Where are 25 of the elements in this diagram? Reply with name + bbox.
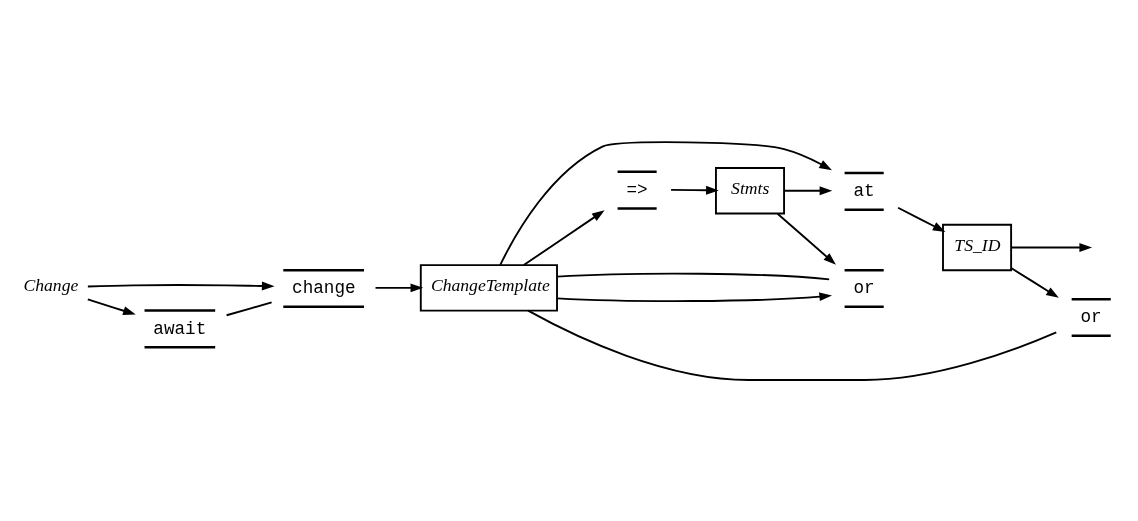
node-text: => bbox=[626, 179, 648, 200]
node-text: await bbox=[153, 318, 207, 339]
arrow bbox=[86, 297, 136, 315]
arrow bbox=[670, 185, 719, 195]
arrow bbox=[1010, 266, 1059, 298]
node-text: at bbox=[853, 180, 875, 201]
arrow bbox=[86, 281, 275, 290]
node-text: Change bbox=[23, 274, 79, 295]
arrow bbox=[556, 291, 833, 302]
node-text: or bbox=[853, 277, 875, 298]
node-box: ChangeTemplate bbox=[419, 263, 558, 312]
node-box: Stmts bbox=[715, 166, 785, 214]
arrow bbox=[783, 185, 833, 195]
arrow bbox=[499, 140, 832, 266]
connector bbox=[527, 309, 1058, 381]
arrow bbox=[776, 212, 836, 265]
node-text: or bbox=[1080, 306, 1102, 327]
arrow bbox=[374, 282, 424, 292]
connector bbox=[225, 300, 273, 316]
arrow bbox=[1010, 242, 1093, 252]
arrow bbox=[522, 209, 605, 266]
node-text: change bbox=[292, 277, 356, 298]
node-box: TS_ID bbox=[942, 223, 1013, 271]
arrow bbox=[897, 206, 946, 232]
connector bbox=[556, 272, 831, 280]
